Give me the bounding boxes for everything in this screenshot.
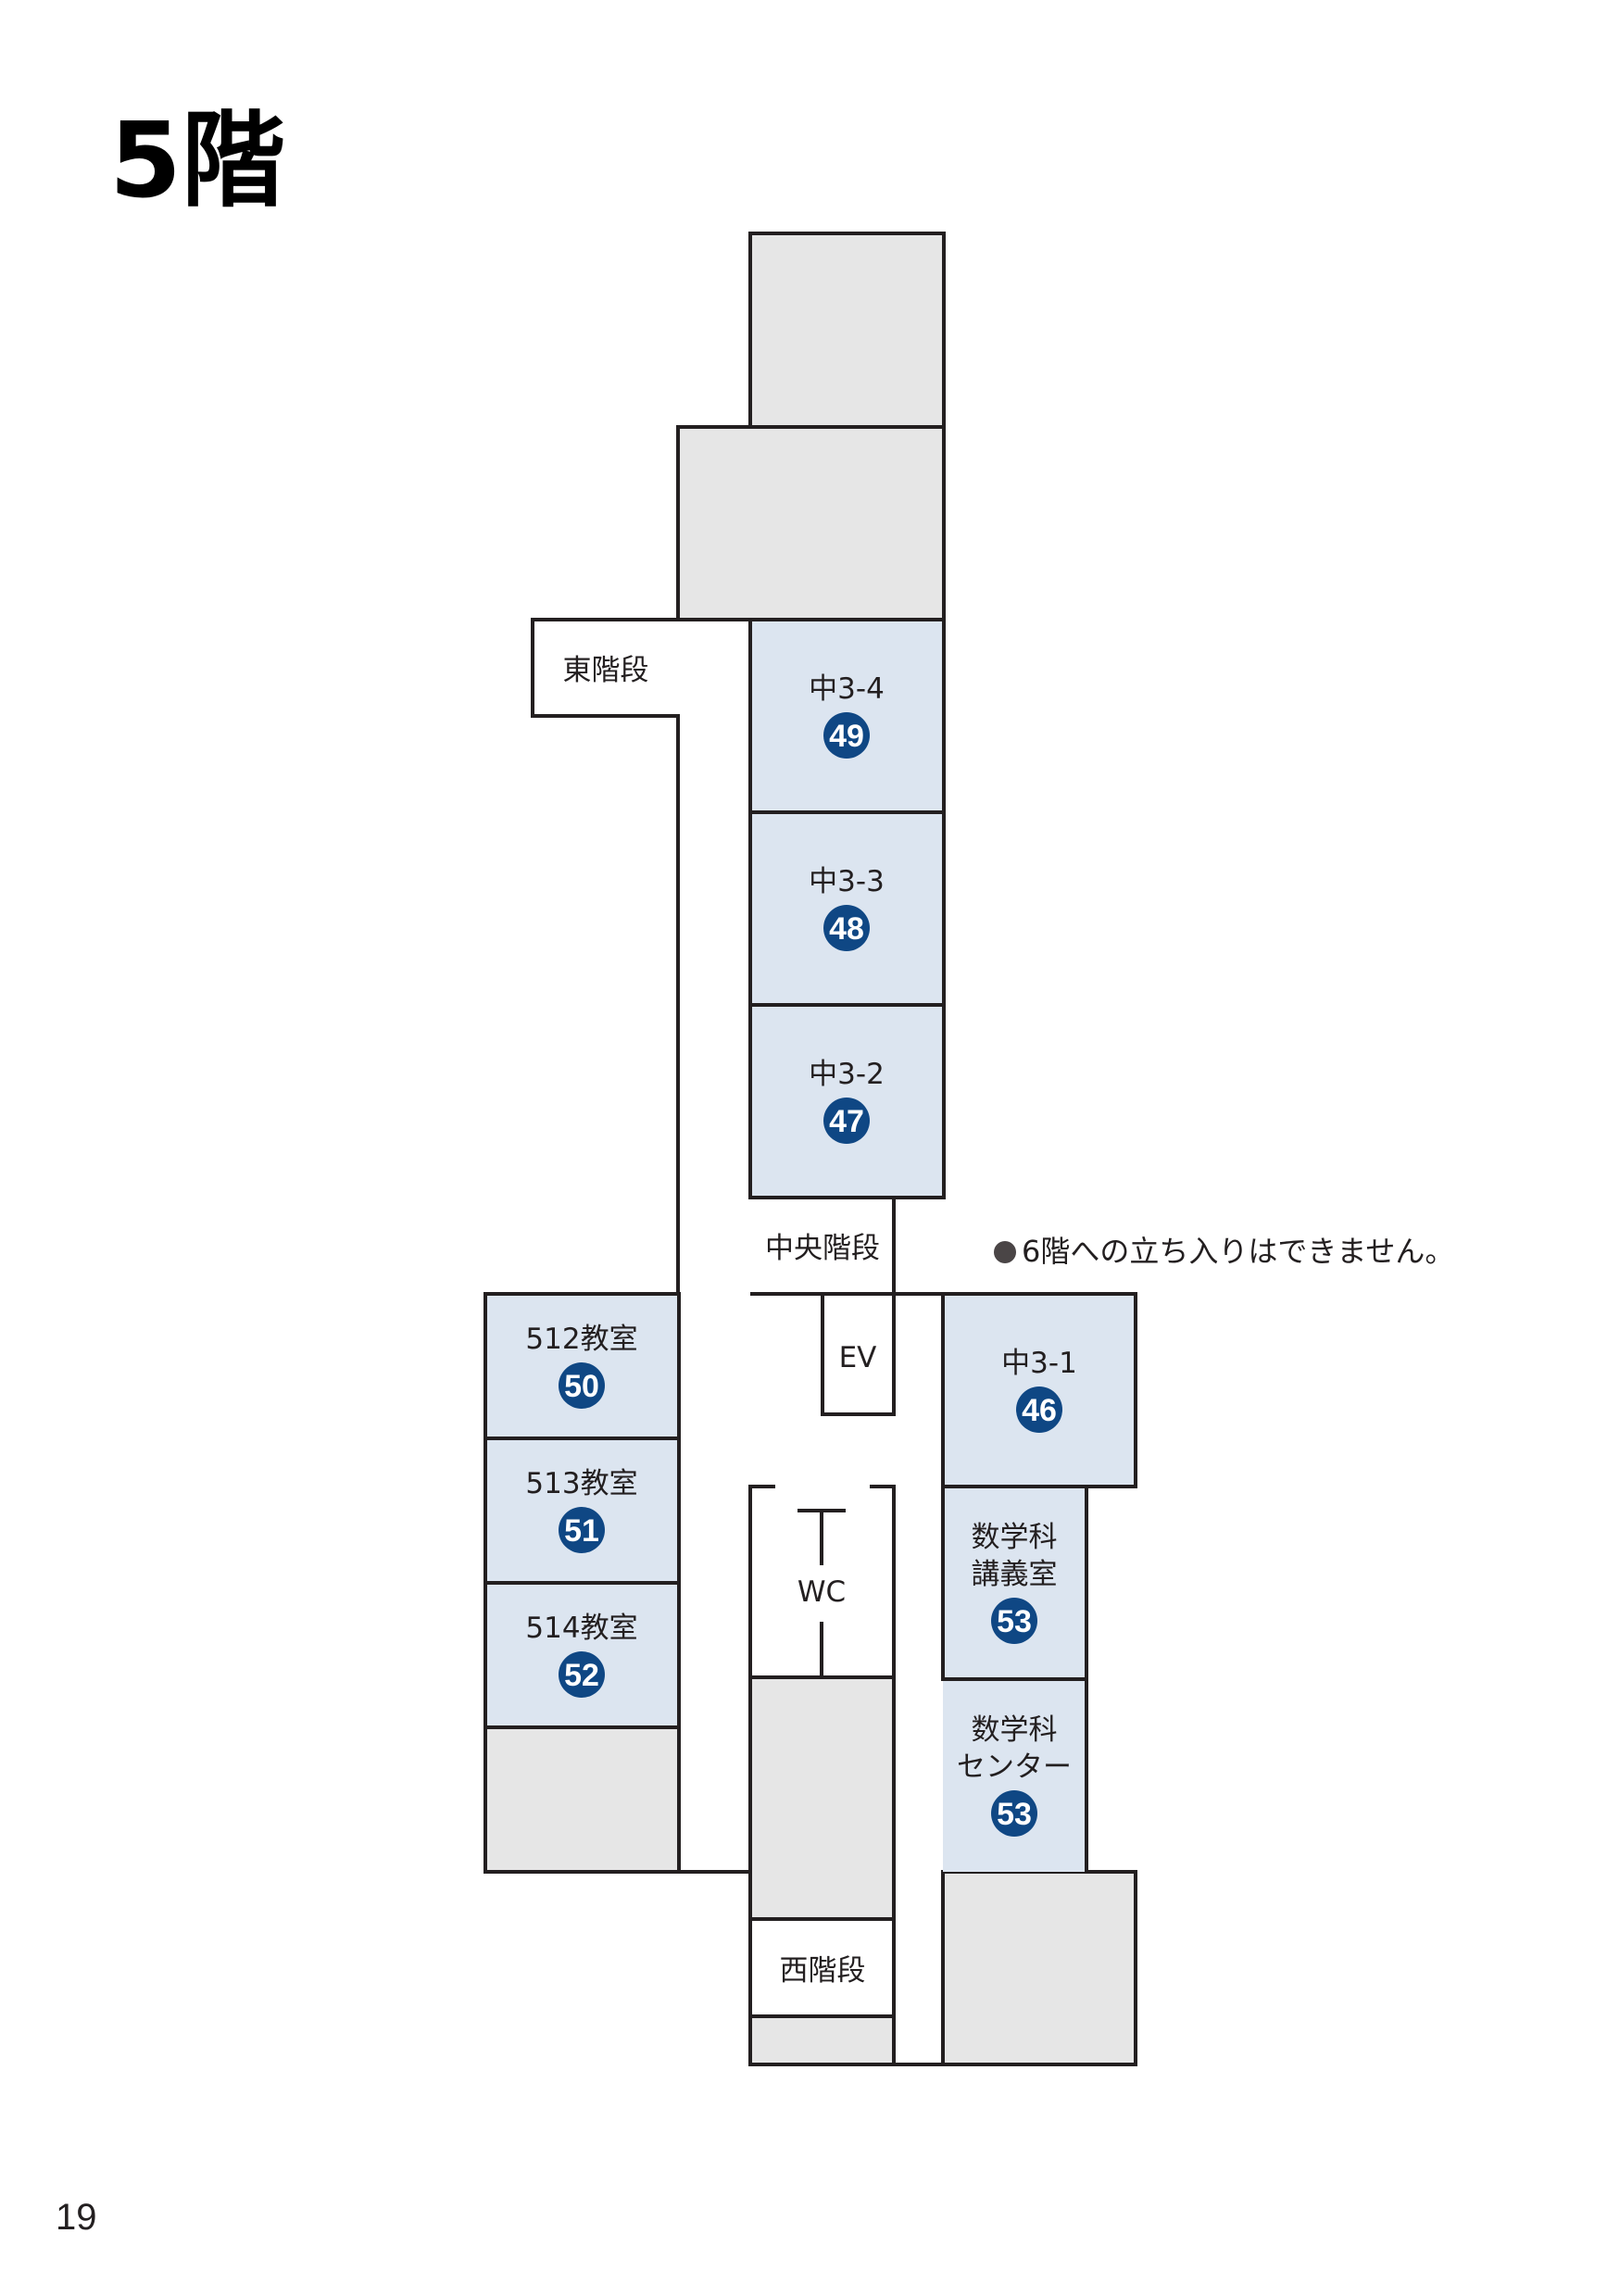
svg-text:50: 50 <box>564 1369 599 1404</box>
central-stairs-label: 中央階段 <box>765 1232 880 1265</box>
naka-3-3-label: 中3-3 <box>809 865 885 898</box>
room-512-label: 512教室 <box>525 1323 637 1356</box>
svg-text:53: 53 <box>997 1797 1032 1832</box>
room-math-center-walls <box>943 1677 1088 1872</box>
wc-divider <box>797 1509 846 1677</box>
gray-room-right-bottom <box>941 1870 1137 2066</box>
naka-3-1-label: 中3-1 <box>1001 1347 1077 1380</box>
bullet-icon <box>994 1241 1016 1263</box>
math-center-line1: 数学科 <box>972 1713 1058 1747</box>
badge-48: 48 <box>823 905 870 951</box>
svg-text:47: 47 <box>829 1104 864 1139</box>
elevator-label: EV <box>839 1341 877 1374</box>
wc-label: WC <box>797 1575 846 1609</box>
badge-53-lecture: 53 <box>991 1598 1037 1644</box>
svg-text:49: 49 <box>829 719 864 754</box>
west-area-outline <box>748 1919 943 2066</box>
gray-room-center-bottom <box>748 1675 896 1921</box>
west-stairs-label: 西階段 <box>780 1954 866 1988</box>
gray-room-top <box>748 232 946 429</box>
gray-room-left-bottom <box>483 1725 681 1874</box>
naka-3-2-label: 中3-2 <box>809 1058 885 1091</box>
badge-46: 46 <box>1016 1386 1062 1433</box>
room-514-label: 514教室 <box>525 1612 637 1645</box>
elevator-outline <box>821 1294 896 1416</box>
room-513-label: 513教室 <box>525 1467 637 1500</box>
svg-text:46: 46 <box>1022 1393 1057 1428</box>
access-note: 6階への立ち入りはできません。 <box>994 1228 1454 1271</box>
page-number: 19 <box>56 2197 97 2238</box>
gray-room-west-small <box>748 2014 896 2066</box>
badge-49: 49 <box>823 712 870 759</box>
math-lecture-line1: 数学科 <box>972 1521 1058 1554</box>
east-stairs-label: 東階段 <box>563 654 649 687</box>
gray-room-upper <box>676 425 946 621</box>
svg-text:51: 51 <box>564 1513 599 1549</box>
svg-text:52: 52 <box>564 1658 599 1693</box>
badge-47: 47 <box>823 1098 870 1144</box>
math-lecture-line2: 講義室 <box>972 1558 1058 1591</box>
svg-text:48: 48 <box>829 911 864 947</box>
math-center-line2: センター <box>957 1750 1072 1784</box>
page-title: 5階 <box>109 101 285 221</box>
room-math-lecture[interactable] <box>941 1485 1088 1681</box>
badge-52: 52 <box>559 1651 605 1698</box>
badge-50: 50 <box>559 1362 605 1409</box>
svg-text:53: 53 <box>997 1604 1032 1639</box>
badge-51: 51 <box>559 1507 605 1553</box>
access-note-text: 6階への立ち入りはできません。 <box>1022 1234 1455 1269</box>
room-math-center[interactable] <box>943 1679 1086 1872</box>
badge-53-center: 53 <box>991 1790 1037 1837</box>
naka-3-4-label: 中3-4 <box>809 672 885 706</box>
east-stairs-outline <box>531 618 680 1294</box>
